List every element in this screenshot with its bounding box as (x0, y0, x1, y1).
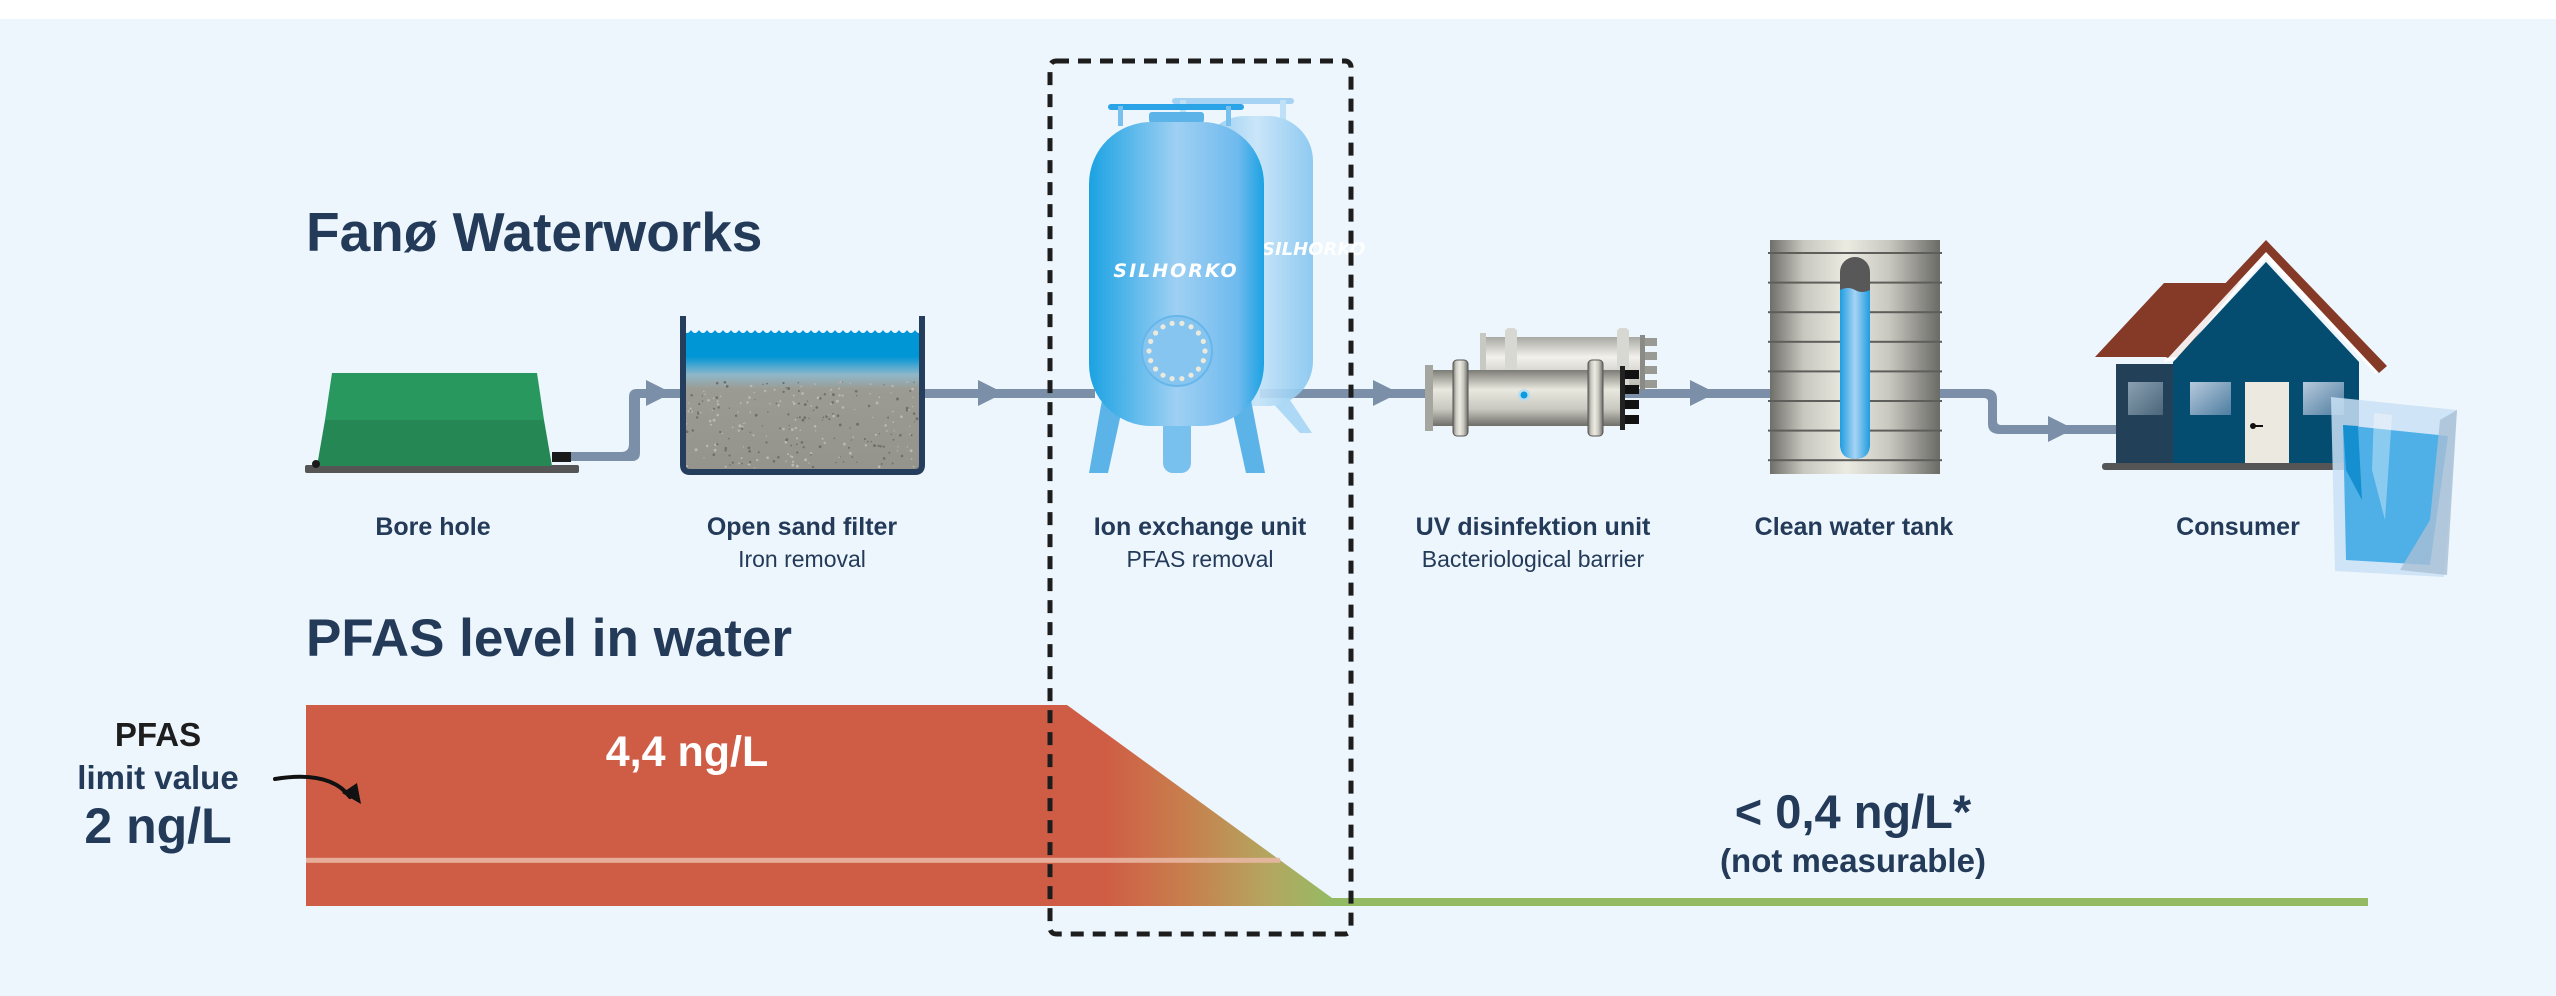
tank-top-flange (1149, 112, 1204, 123)
arrow-head-icon (342, 783, 361, 804)
pfas-after-value-label: < 0,4 ng/L* (1735, 785, 1972, 838)
manhole-bolt (1148, 338, 1154, 344)
ion-exchange-illustration: SILHORKO SILHORKO (1089, 98, 1365, 473)
limit-label-value: 2 ng/L (84, 798, 231, 854)
limit-value-annotation: PFAS limit value 2 ng/L (77, 716, 361, 854)
pfas-after-note: (not measurable) (1720, 842, 1986, 879)
window (2190, 382, 2231, 415)
step-label-open-sand-filter: Open sand filter (707, 513, 898, 541)
manhole-bolt (1188, 324, 1194, 330)
sand-texture (684, 380, 919, 469)
flow-arrow-icon (1373, 380, 1399, 406)
annex-roof (2095, 283, 2240, 357)
pipe-segment (925, 389, 1095, 398)
bore-hole-bolt (312, 460, 320, 468)
uv-cylinder-front (1425, 359, 1639, 437)
bore-hole-base (305, 465, 579, 473)
flow-arrow-icon (1690, 380, 1716, 406)
tank-ring (1768, 459, 1942, 462)
uv-unit-illustration (1425, 328, 1657, 437)
tank-ring (1768, 252, 1942, 254)
manhole-bolt (1188, 372, 1194, 378)
bore-hole-cover-top (325, 373, 544, 420)
page-title: Fanø Waterworks (306, 201, 762, 263)
pipe-segment (571, 389, 680, 461)
sand-filter-basin (680, 316, 925, 475)
house-roof (2159, 240, 2387, 373)
step-sublabel-ion-exchange-unit: PFAS removal (1127, 546, 1274, 572)
flow-arrow-icon (646, 380, 672, 406)
manhole-bolt (1160, 372, 1166, 378)
step-label-clean-water-tank: Clean water tank (1755, 513, 1954, 541)
manhole-bolt (1195, 366, 1201, 372)
manhole-bolt (1179, 376, 1185, 382)
brand-logo-back: SILHORKO (1262, 239, 1365, 260)
step-label-uv-disinfektion-unit: UV disinfektion unit (1416, 513, 1651, 541)
limit-label-line1: PFAS (115, 716, 201, 753)
manhole-bolt (1153, 366, 1159, 372)
pfas-level-after-treatment (1332, 898, 2368, 906)
manhole-bolt (1169, 376, 1175, 382)
manhole-bolt (1202, 348, 1208, 354)
bore-hole-illustration (305, 373, 579, 473)
manhole-bolt (1179, 320, 1185, 326)
ion-exchange-tank-front (1089, 122, 1264, 426)
manhole-bolt (1195, 330, 1201, 336)
clean-water-tank-illustration (1768, 240, 1942, 474)
process-step-labels: Bore hole Open sand filter Iron removal … (375, 513, 2300, 572)
water-glass-icon (2331, 397, 2457, 577)
manhole-bolt (1146, 348, 1152, 354)
brand-logo: SILHORKO (1113, 260, 1238, 282)
water-level-icon (1840, 288, 1870, 459)
step-label-consumer: Consumer (2176, 513, 2300, 541)
water-surface-waves (683, 322, 923, 333)
pfas-level-chart (306, 705, 2368, 906)
step-label-bore-hole: Bore hole (375, 513, 490, 541)
limit-label-line2: limit value (77, 759, 238, 796)
flow-arrow-icon (978, 380, 1004, 406)
manhole-bolts (1146, 320, 1208, 382)
manhole-bolt (1200, 358, 1206, 364)
sand-filter-contents (683, 330, 922, 470)
ion-exchange-highlight-box (1047, 58, 1354, 937)
pfas-limit-line (306, 857, 1281, 863)
pfas-level-area (306, 705, 1332, 906)
manhole-bolt (1160, 324, 1166, 330)
manhole-bolt (1169, 320, 1175, 326)
step-sublabel-open-sand-filter: Iron removal (738, 546, 866, 572)
consumer-illustration (2095, 240, 2457, 577)
manhole-icon (1141, 315, 1213, 387)
bore-hole-cover-bottom (317, 420, 552, 466)
tank-leg (1230, 400, 1265, 473)
tank-leg (1089, 400, 1124, 473)
flow-arrow-icon (2048, 416, 2074, 442)
pipe-network (571, 380, 2118, 461)
bore-hole-outlet (552, 452, 571, 462)
manhole-bolt (1148, 358, 1154, 364)
uv-indicator-light (1520, 391, 1528, 399)
pipe-segment (1938, 389, 2118, 434)
tank-top-plate (1108, 104, 1244, 110)
house-base (2102, 463, 2375, 470)
sand-filter-illustration (680, 316, 925, 475)
pfas-section-title: PFAS level in water (306, 609, 792, 668)
pipe-segment (1260, 389, 1430, 398)
house-door (2245, 382, 2289, 464)
step-label-ion-exchange-unit: Ion exchange unit (1094, 513, 1307, 541)
window (2128, 382, 2163, 415)
step-sublabel-uv-disinfektion-unit: Bacteriological barrier (1422, 546, 1645, 572)
pfas-before-value-label: 4,4 ng/L (606, 728, 768, 776)
manhole-bolt (1200, 338, 1206, 344)
manhole-bolt (1153, 330, 1159, 336)
